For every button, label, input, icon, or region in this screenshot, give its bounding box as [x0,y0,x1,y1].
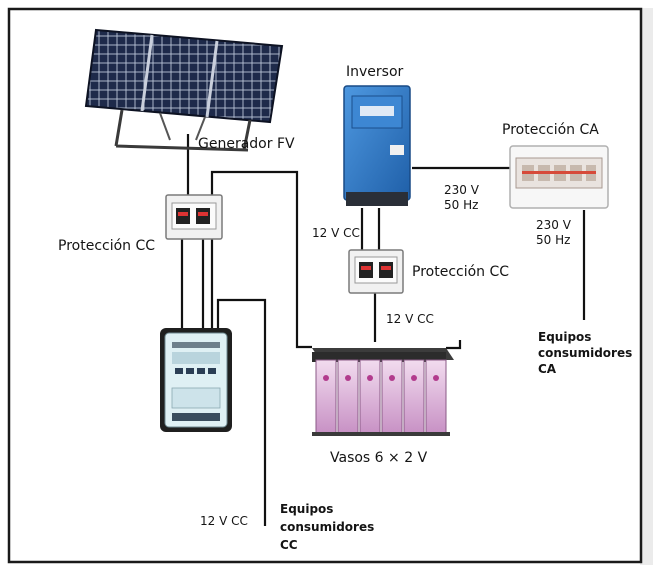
dc-voltage-inverter-label: 12 V CC [312,226,360,240]
ca-loads-line-2: consumidores [538,346,633,360]
protection-cc-left-label: Protección CC [58,238,156,254]
inverter-label: Inversor [346,64,404,80]
charge-controller-icon [160,328,232,432]
breaker-box-icon [165,194,223,240]
page-edge-tint [640,8,653,565]
cc-loads-line-1: Equipos [280,502,334,516]
cc-loads-line-3: CC [280,538,298,552]
battery-bank-icon [312,348,454,436]
ca-output-frequency: 50 Hz [536,233,571,247]
breaker-box-icon [509,145,609,209]
inverter-ac-frequency: 50 Hz [444,198,479,212]
inverter-ac-voltage: 230 V [444,183,479,197]
inverter-icon [343,85,411,206]
solar-panel-icon [84,28,284,152]
protection-cc-mid-label: Protección CC [412,264,510,280]
generator-label: Generador FV [198,136,295,152]
dc-voltage-load-label: 12 V CC [200,514,248,528]
ca-loads-line-1: Equipos [538,330,592,344]
protection-ca-label: Protección CA [502,122,599,138]
diagram-frame [7,7,643,564]
breaker-box-icon [348,249,404,294]
wire-battery-right-terminal [446,340,462,350]
battery-bank-label: Vasos 6 × 2 V [330,450,428,466]
cc-loads-line-2: consumidores [280,520,375,534]
ca-loads-line-3: CA [538,362,557,376]
ca-output-voltage: 230 V [536,218,571,232]
wire-controller-to-dc-loads [216,298,267,526]
dc-voltage-battery-label: 12 V CC [386,312,434,326]
